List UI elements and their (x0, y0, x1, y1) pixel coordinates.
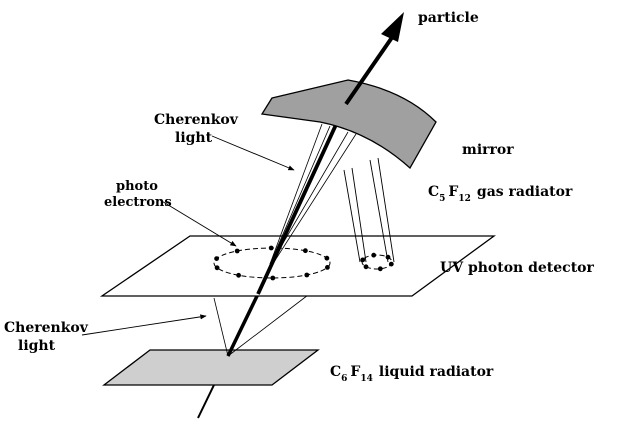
liquid-radiator (102, 349, 320, 386)
photo-electron-dot (304, 272, 310, 278)
photo-electron-dot (303, 248, 308, 254)
photo-electron-dot (270, 275, 276, 281)
photo-electron-dot (363, 264, 369, 270)
cherenkov-top-label-1: Cherenkov (154, 112, 239, 128)
photo-electron-dot (236, 272, 242, 278)
cherenkov-bottom-pointer (81, 314, 207, 336)
photo-electron-dot (268, 245, 274, 251)
particle-label: particle (418, 10, 479, 26)
photo-electron-dot (214, 256, 220, 261)
cherenkov-bottom-label-2: light (18, 338, 56, 354)
photo-electrons-label-2: electrons (104, 195, 172, 210)
mirror-reflection-2 (351, 167, 367, 263)
mirror-reflection-1 (343, 169, 361, 263)
photo-electron-dot (360, 257, 366, 263)
photo-electron-dot (214, 265, 220, 271)
mirror-label: mirror (462, 142, 514, 158)
photo-electron-dot (324, 255, 330, 261)
uv-photon-detector (99, 235, 496, 297)
mirror-reflection-3 (369, 159, 389, 263)
particle-track-upper (256, 115, 342, 295)
particle-track-top (344, 34, 395, 106)
particle-track-middle (226, 293, 260, 357)
photo-electron-dot (385, 254, 391, 260)
cherenkov-bottom-label-1: Cherenkov (4, 320, 89, 336)
cherenkov-top-label-2: light (175, 130, 213, 146)
particle-arrowhead (381, 12, 404, 42)
mirror (260, 79, 437, 170)
gas-radiator-ring (360, 252, 394, 272)
photo-electron-dot (377, 266, 383, 272)
photo-electrons-pointer (159, 199, 237, 247)
gas-cone-4 (273, 133, 357, 263)
cherenkov-top-pointer (211, 135, 295, 171)
liquid-cone-left (213, 297, 229, 357)
mirror-reflection-4 (377, 157, 395, 263)
gas-cone-1 (269, 123, 323, 265)
photo-electrons-label-1: photo (116, 179, 158, 194)
photo-electron-dot (388, 261, 394, 267)
liquid-radiator-ring (213, 245, 331, 281)
photo-electron-dot (325, 265, 330, 270)
photo-electron-dot (371, 252, 377, 258)
photo-electron-dot (234, 248, 240, 254)
gas-cone-2 (269, 125, 331, 265)
liquid-cone-right (227, 291, 313, 357)
uv-detector-label: UV photon detector (440, 260, 595, 276)
